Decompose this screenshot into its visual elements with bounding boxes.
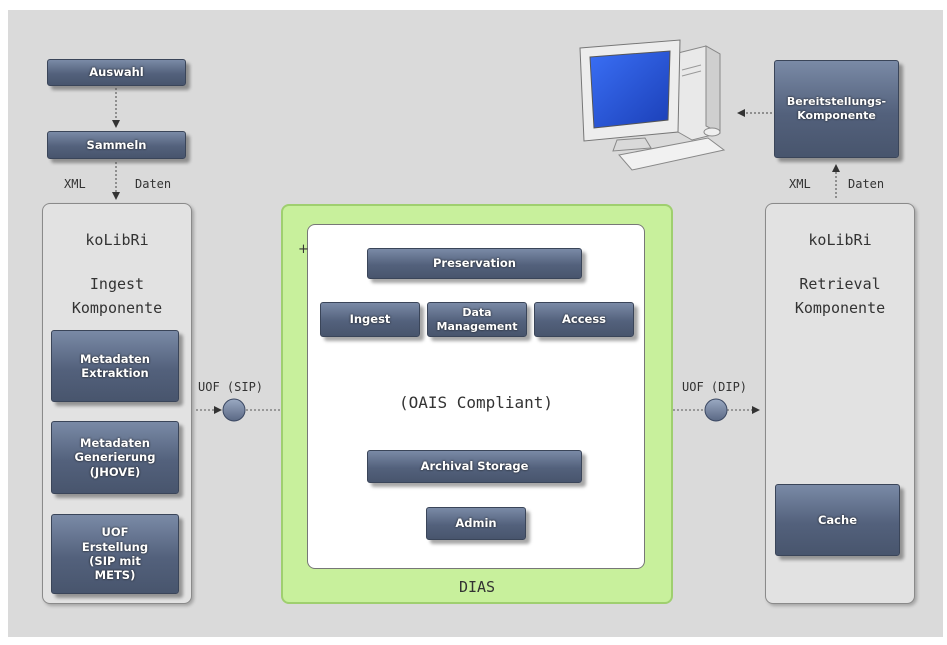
uof-dip-circle-icon <box>704 398 728 422</box>
ingest-panel-title-kolibri: koLibRi <box>85 231 149 249</box>
xml-label-left: XML <box>64 177 86 191</box>
ingest-box: Ingest <box>320 302 420 337</box>
retrieval-panel-title-retrieval: Retrieval <box>799 275 881 293</box>
preservation-label: Preservation <box>433 256 516 271</box>
admin-box: Admin <box>426 507 526 540</box>
uof-sip-circle-icon <box>222 398 246 422</box>
uof-sip-connector <box>196 406 281 414</box>
preservation-box: Preservation <box>367 248 582 279</box>
arrow-retrieval-bereitstellung <box>832 164 840 198</box>
auswahl-box: Auswahl <box>47 59 186 86</box>
xml-label-right: XML <box>789 177 811 191</box>
archival-storage-box: Archival Storage <box>367 450 582 483</box>
retrieval-panel-title-komponente: Komponente <box>794 299 886 317</box>
ingest-panel-title-komponente: Komponente <box>71 299 163 317</box>
access-label: Access <box>561 312 607 327</box>
data-management-label: Data Management <box>436 305 518 333</box>
uof-erstellung-label: UOF Erstellung (SIP mit METS) <box>81 525 149 583</box>
sammeln-box: Sammeln <box>47 131 186 159</box>
dias-label: DIAS <box>458 578 496 596</box>
ingest-label: Ingest <box>349 312 391 327</box>
daten-label-left: Daten <box>135 177 172 191</box>
data-management-box: Data Management <box>427 302 527 337</box>
oais-compliant-label: (OAIS Compliant) <box>398 393 554 412</box>
arrow-bereitstellung-computer <box>737 109 772 117</box>
archival-storage-label: Archival Storage <box>420 459 529 474</box>
arrow-auswahl-sammeln <box>112 88 120 128</box>
crosshair-mark: + <box>298 242 309 257</box>
uof-dip-connector <box>673 406 760 414</box>
cache-box: Cache <box>775 484 900 556</box>
ingest-panel-title-ingest: Ingest <box>89 275 145 293</box>
cache-label: Cache <box>817 512 857 527</box>
access-box: Access <box>534 302 634 337</box>
metadaten-generierung-label: Metadaten Generierung (JHOVE) <box>74 435 156 479</box>
retrieval-panel-title-kolibri: koLibRi <box>808 231 872 249</box>
uof-sip-label: UOF (SIP) <box>198 380 264 394</box>
admin-label: Admin <box>455 516 497 531</box>
sammeln-label: Sammeln <box>86 137 147 152</box>
uof-erstellung-box: UOF Erstellung (SIP mit METS) <box>51 514 179 594</box>
computer-icon <box>579 39 726 171</box>
metadaten-generierung-box: Metadaten Generierung (JHOVE) <box>51 421 179 494</box>
uof-dip-label: UOF (DIP) <box>682 380 748 394</box>
auswahl-label: Auswahl <box>89 65 144 80</box>
bereitstellungs-komponente-box: Bereitstellungs- Komponente <box>774 60 899 158</box>
daten-label-right: Daten <box>848 177 885 191</box>
metadaten-extraktion-label: Metadaten Extraktion <box>80 351 150 380</box>
arrow-sammeln-ingest <box>112 162 120 200</box>
bereitstellungs-komponente-label: Bereitstellungs- Komponente <box>786 95 887 122</box>
metadaten-extraktion-box: Metadaten Extraktion <box>51 330 179 402</box>
